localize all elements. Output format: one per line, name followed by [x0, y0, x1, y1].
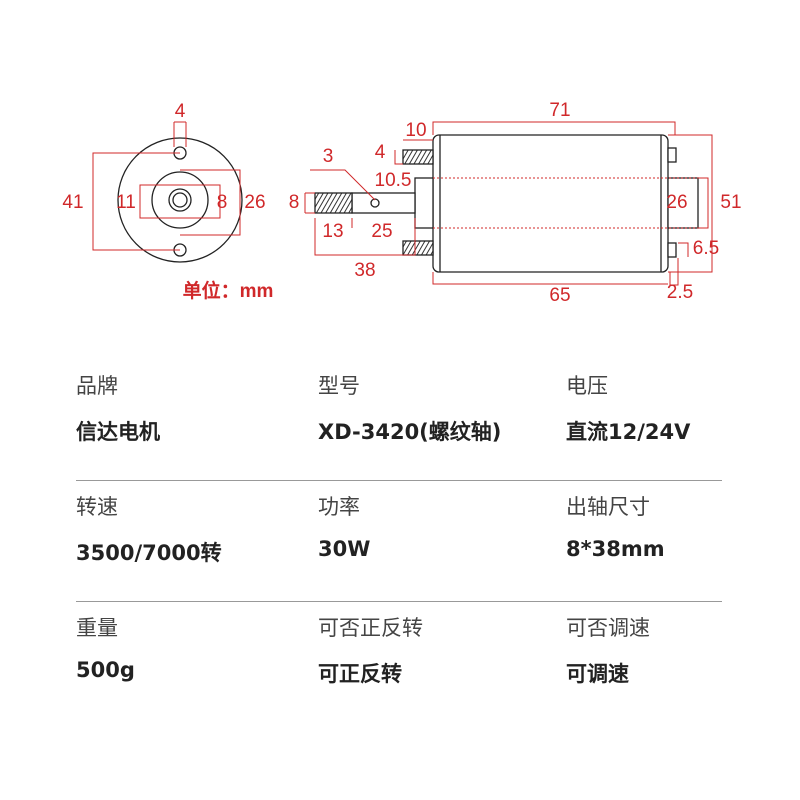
spec-value: 信达电机	[76, 420, 160, 444]
spec-label: 功率	[318, 495, 360, 519]
dim-flange-length: 10.5	[375, 170, 412, 191]
motor-dimension-drawing: 4 41 11 8 26 单位：mm 71 10 4 3 10.5 8 13	[62, 100, 741, 306]
spec-row: 品牌信达电机 型号 XD-3420(螺纹轴) 电压直流12/24V	[76, 360, 722, 480]
dim-tab: 2.5	[667, 282, 693, 303]
spec-label: 可否调速	[566, 616, 650, 640]
dim-shaft-length: 38	[354, 260, 375, 281]
dim-thread-length: 13	[322, 221, 343, 242]
dim-front-mount: 41	[62, 192, 83, 213]
spec-label: 重量	[76, 616, 118, 640]
dim-shaft-diameter: 8	[289, 192, 300, 213]
spec-value: 3500/7000转	[76, 541, 222, 565]
spec-voltage: 电压直流12/24V	[566, 360, 722, 480]
spec-value: 500g	[76, 658, 135, 682]
spec-row: 转速 3500/7000转 功率 30W 出轴尺寸 8*38mm	[76, 480, 722, 601]
unit-label: 单位：mm	[183, 279, 274, 302]
dim-tab-width: 6.5	[693, 238, 719, 259]
dim-front-shaft: 8	[217, 192, 228, 213]
spec-label: 品牌	[76, 374, 118, 398]
dim-stud-length: 10	[405, 120, 426, 141]
spec-label: 电压	[566, 374, 608, 398]
spec-reversible: 可否正反转可正反转	[318, 602, 566, 722]
dim-front-hole: 4	[175, 101, 186, 122]
spec-speed: 转速 3500/7000转	[76, 481, 318, 601]
spec-model: 型号 XD-3420(螺纹轴)	[318, 360, 566, 480]
spec-value: 8*38mm	[566, 537, 665, 561]
spec-power: 功率 30W	[318, 481, 566, 601]
side-view	[314, 134, 699, 273]
spec-table: 品牌信达电机 型号 XD-3420(螺纹轴) 电压直流12/24V 转速 3500/…	[76, 360, 722, 722]
dim-front-boss: 26	[244, 192, 265, 213]
spec-brand: 品牌信达电机	[76, 360, 318, 480]
spec-weight: 重量 500g	[76, 602, 318, 722]
dim-total-length: 71	[549, 100, 570, 121]
dim-flat-length: 25	[371, 221, 392, 242]
spec-label: 出轴尺寸	[566, 495, 650, 519]
front-view	[117, 137, 243, 263]
dim-flat: 3	[323, 146, 334, 167]
spec-label: 转速	[76, 495, 118, 519]
dim-body-length: 65	[549, 285, 570, 306]
dim-end-diameter: 26	[666, 192, 687, 213]
spec-speed-adjustable: 可否调速可调速	[566, 602, 722, 722]
side-dimension-lines	[304, 121, 713, 286]
dim-stud-diameter: 4	[375, 142, 386, 163]
spec-value: 30W	[318, 537, 371, 561]
spec-shaft-size: 出轴尺寸 8*38mm	[566, 481, 722, 601]
spec-label: 可否正反转	[318, 616, 423, 640]
spec-value: 直流12/24V	[566, 420, 691, 444]
spec-value: XD-3420(螺纹轴)	[318, 420, 502, 444]
spec-label: 型号	[318, 374, 360, 398]
spec-value: 可调速	[566, 662, 629, 686]
dim-front-inner: 11	[116, 192, 136, 213]
dim-body-diameter: 51	[720, 192, 741, 213]
spec-row: 重量 500g 可否正反转可正反转 可否调速可调速	[76, 601, 722, 722]
spec-value: 可正反转	[318, 662, 402, 686]
front-dimension-lines	[92, 121, 241, 251]
